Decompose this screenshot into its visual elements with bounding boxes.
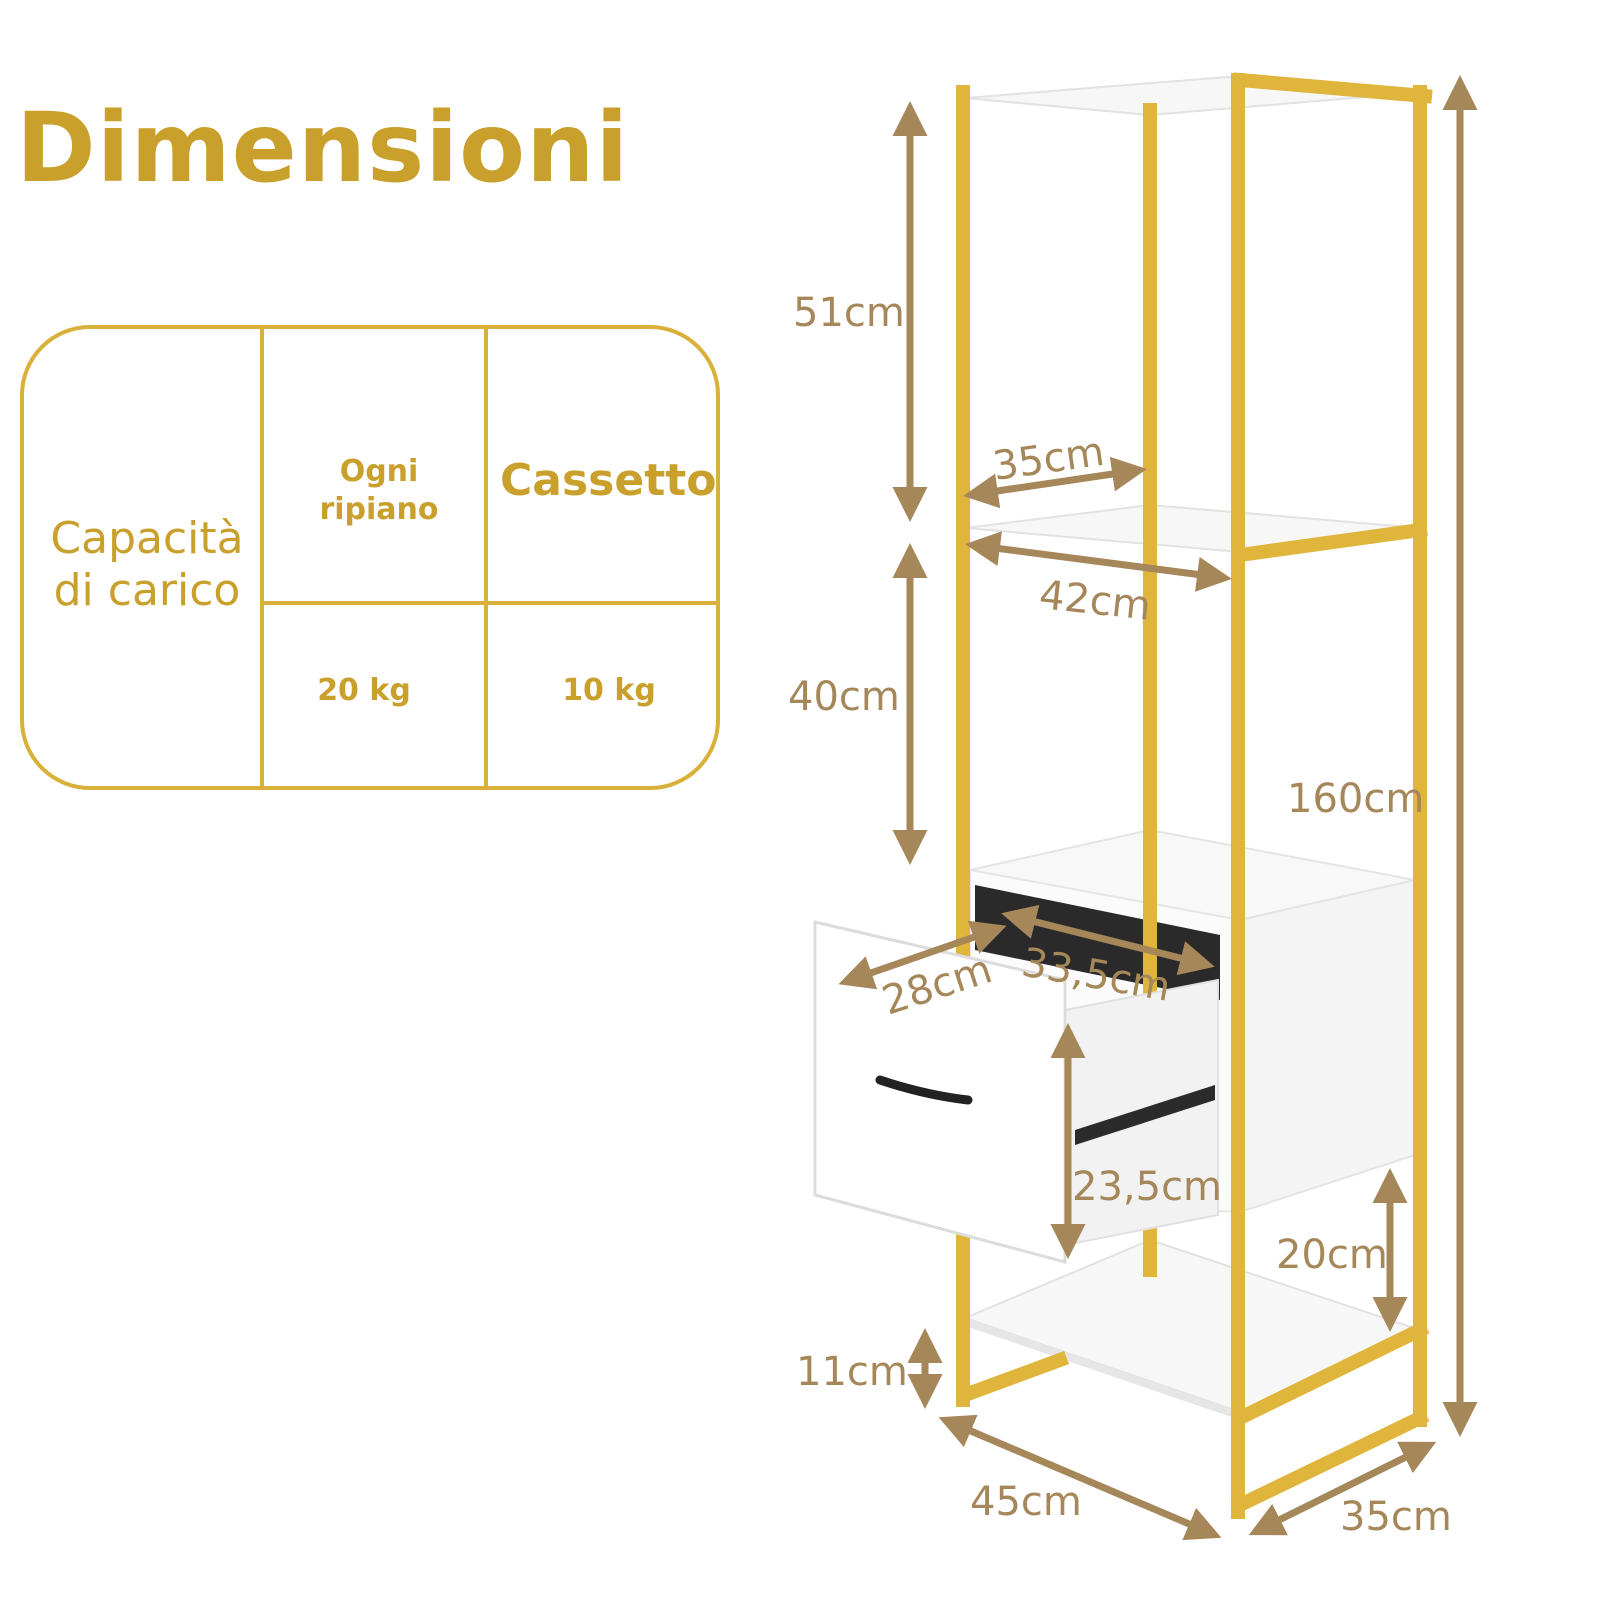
dim-leg-height: 11cm bbox=[796, 1349, 908, 1395]
table-divider bbox=[484, 329, 488, 786]
dim-base-width: 45cm bbox=[970, 1479, 1082, 1525]
dim-shelf-width: 42cm bbox=[1037, 572, 1153, 629]
header-every-shelf: Ogni ripiano bbox=[319, 454, 439, 527]
dimension-arrows bbox=[838, 75, 1478, 1541]
table-divider bbox=[260, 329, 264, 786]
dim-total-height: 160cm bbox=[1287, 776, 1424, 822]
dim-top-shelf-height: 51cm bbox=[793, 290, 905, 336]
table-divider bbox=[260, 601, 716, 605]
dim-middle-shelf-height: 40cm bbox=[788, 674, 900, 720]
header-drawer: Cassetto bbox=[500, 455, 717, 506]
page-title: Dimensioni bbox=[16, 92, 630, 204]
dim-base-depth: 35cm bbox=[1340, 1494, 1452, 1540]
dim-drawer-height: 23,5cm bbox=[1072, 1164, 1222, 1210]
open-drawer bbox=[813, 920, 1219, 1264]
gold-frame bbox=[956, 72, 1433, 1519]
value-every-shelf: 20 kg bbox=[317, 673, 411, 708]
load-capacity-table: Capacità di carico Ogni ripiano Cassetto… bbox=[20, 325, 720, 790]
dim-bottom-shelf-height: 20cm bbox=[1276, 1232, 1388, 1278]
capacity-row-label: Capacità di carico bbox=[50, 513, 244, 616]
value-drawer: 10 kg bbox=[562, 673, 656, 708]
drawer-handle-icon bbox=[875, 1075, 973, 1105]
